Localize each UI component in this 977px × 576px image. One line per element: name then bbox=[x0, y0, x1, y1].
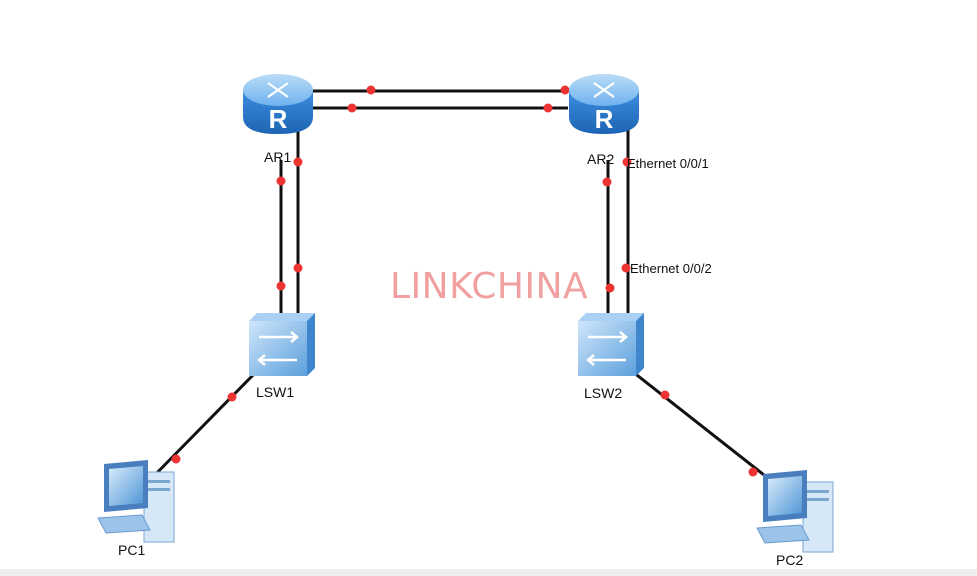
port-label-ethernet-0-0-2: Ethernet 0/0/2 bbox=[630, 261, 712, 276]
port-dot bbox=[560, 85, 570, 95]
port-dot bbox=[602, 177, 612, 187]
link-lsw1-pc1[interactable] bbox=[143, 370, 258, 487]
port-dot bbox=[293, 157, 303, 167]
port-dot bbox=[347, 103, 357, 113]
svg-text:R: R bbox=[595, 104, 614, 134]
port-dot bbox=[660, 390, 670, 400]
port-dot bbox=[622, 157, 632, 167]
switch-lsw1-icon[interactable] bbox=[249, 313, 315, 376]
port-dot bbox=[366, 85, 376, 95]
port-dots bbox=[171, 85, 758, 477]
svg-text:R: R bbox=[269, 104, 288, 134]
port-dot bbox=[621, 263, 631, 273]
port-dot bbox=[543, 103, 553, 113]
port-dot bbox=[227, 392, 237, 402]
link-lsw2-pc2[interactable] bbox=[632, 370, 779, 488]
port-dot bbox=[293, 263, 303, 273]
port-dot bbox=[276, 281, 286, 291]
port-dot bbox=[171, 454, 181, 464]
device-label-lsw2: LSW2 bbox=[584, 385, 623, 401]
router-ar1-icon[interactable]: R bbox=[243, 74, 313, 134]
pc1-icon[interactable] bbox=[97, 460, 175, 543]
device-label-lsw1: LSW1 bbox=[256, 384, 295, 400]
device-label-pc2: PC2 bbox=[776, 552, 804, 568]
router-ar2-icon[interactable]: R bbox=[569, 74, 639, 134]
device-label-ar1: AR1 bbox=[264, 149, 292, 165]
watermark-text: LINKCHINA bbox=[390, 266, 589, 307]
port-dot bbox=[748, 467, 758, 477]
device-label-pc1: PC1 bbox=[118, 542, 146, 558]
port-label-ethernet-0-0-1: Ethernet 0/0/1 bbox=[627, 156, 709, 171]
switch-lsw2-icon[interactable] bbox=[578, 313, 644, 376]
port-dot bbox=[605, 283, 615, 293]
port-dot bbox=[276, 176, 286, 186]
bottom-bar bbox=[0, 569, 977, 576]
device-label-ar2: AR2 bbox=[587, 151, 615, 167]
pc2-icon[interactable] bbox=[756, 470, 834, 553]
